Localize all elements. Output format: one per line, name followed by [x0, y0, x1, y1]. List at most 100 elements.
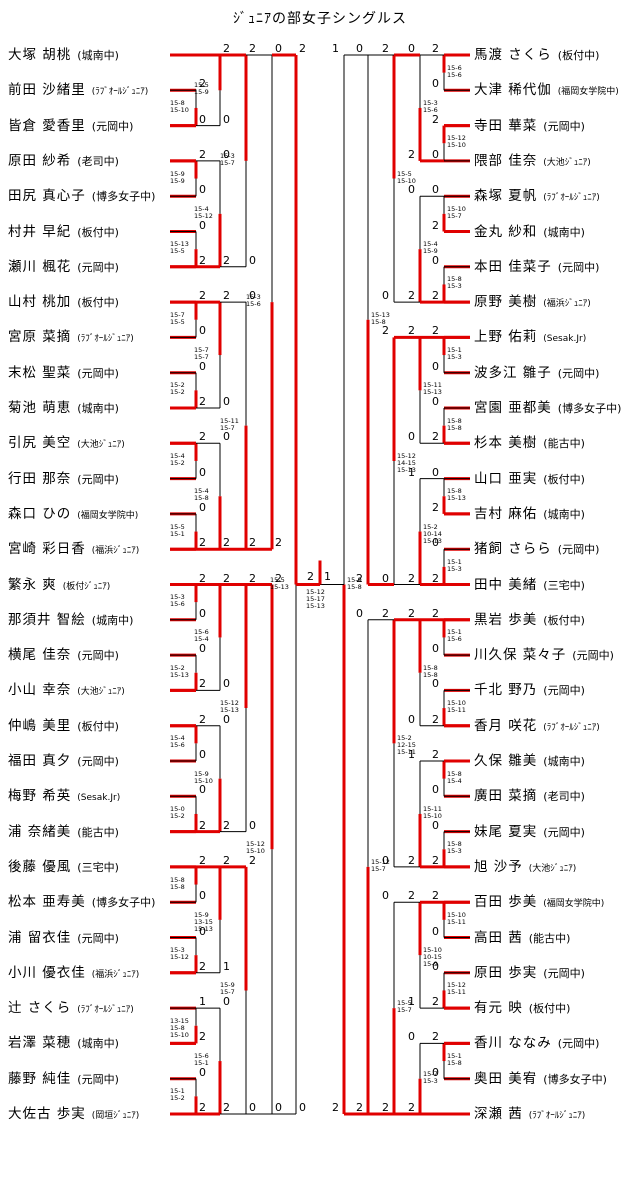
player-club: (城南中)	[77, 402, 119, 415]
player-club: (ﾗﾌﾞｵｰﾙｼﾞｭﾆｱ)	[77, 334, 134, 345]
left-player-21: 梅野 希英(Sesak.Jr)	[8, 787, 120, 805]
set-score: 2	[223, 571, 230, 585]
player-club: (博多女子中)	[543, 1072, 607, 1086]
set-score: 0	[432, 1065, 439, 1079]
left-player-2: 皆倉 愛香里(元岡中)	[8, 117, 133, 135]
set-score: 0	[223, 430, 230, 444]
left-player-12: 行田 那奈(元岡中)	[8, 470, 119, 488]
player-club: (大池ｼﾞｭﾆｱ)	[543, 157, 591, 168]
set-score: 0	[199, 889, 206, 903]
left-player-16: 那須井 智絵(城南中)	[8, 611, 133, 629]
player-club: (福浜ｼﾞｭﾆｱ)	[543, 299, 591, 310]
set-score: 2	[249, 536, 256, 550]
game-scores: 15-2 15-2	[170, 381, 185, 397]
right-player-1: 大津 稀代伽(福岡女学院中)	[474, 81, 619, 99]
left-player-13: 森口 ひの(福岡女学院中)	[8, 505, 138, 523]
player-name: 菊池 萌恵	[8, 400, 72, 416]
game-scores: 15-12 15-13	[220, 699, 239, 715]
player-name: 波多江 雛子	[474, 364, 552, 381]
right-player-0: 馬渡 さくら(板付中)	[474, 46, 599, 64]
game-scores: 15-3 15-12	[170, 946, 189, 962]
player-club: (三宅中)	[543, 578, 585, 592]
player-name: 大津 稀代伽	[474, 82, 552, 99]
right-player-17: 川久保 菜々子(元岡中)	[474, 646, 614, 664]
player-name: 岩澤 菜穂	[8, 1035, 72, 1052]
player-name: 馬渡 さくら	[474, 47, 552, 63]
set-score: 2	[382, 324, 389, 338]
left-player-26: 小川 優衣佳(福浜ｼﾞｭﾆｱ)	[8, 964, 139, 982]
player-club: (城南中)	[543, 755, 585, 768]
game-scores: 15-4 15-12	[194, 204, 213, 220]
set-score: 2	[432, 218, 439, 232]
set-score: 0	[432, 677, 439, 691]
game-scores: 15-8 15-13	[447, 487, 466, 503]
set-score: 0	[432, 783, 439, 797]
player-name: 仲嶋 美里	[8, 717, 72, 734]
right-player-23: 旭 沙予(大池ｼﾞｭﾆｱ)	[474, 858, 576, 876]
set-score: 2	[223, 1101, 230, 1114]
player-club: (城南中)	[543, 507, 585, 521]
set-score: 0	[382, 853, 389, 867]
player-name: 隈部 佳奈	[474, 152, 538, 169]
player-name: 前田 沙緒里	[8, 82, 86, 99]
set-score: 2	[199, 677, 206, 691]
right-player-26: 原田 歩実(元岡中)	[474, 964, 585, 982]
player-club: (元岡中)	[543, 825, 585, 839]
game-scores: 15-8 15-8	[170, 875, 185, 891]
set-score: 0	[408, 42, 415, 55]
set-score: 0	[199, 500, 206, 514]
set-score: 1	[408, 995, 415, 1009]
left-player-28: 岩澤 菜穂(城南中)	[8, 1034, 119, 1052]
left-player-4: 田尻 真心子(博多女子中)	[8, 187, 155, 205]
game-scores: 15-1 15-8	[447, 1052, 462, 1068]
player-club: (三宅中)	[77, 860, 119, 874]
set-score: 2	[432, 1030, 439, 1044]
player-name: 寺田 華菜	[474, 117, 538, 134]
game-scores: 15-9 13-15 15-13	[194, 910, 213, 933]
player-name: 村井 早紀	[8, 223, 72, 240]
player-club: (福浜ｼﾞｭﾆｱ)	[91, 969, 140, 980]
game-scores: 15-4 15-6	[170, 734, 185, 750]
set-score: 0	[408, 1030, 415, 1044]
game-scores: 15-4 15-2	[170, 451, 185, 467]
player-club: (板付中)	[528, 1002, 571, 1016]
left-player-25: 浦 留衣佳(元岡中)	[8, 929, 119, 947]
game-scores: 15-1 15-3	[447, 557, 462, 573]
player-club: (ﾗﾌﾞｵｰﾙｼﾞｭﾆｱ)	[91, 87, 149, 98]
set-score: 0	[223, 147, 230, 161]
game-scores: 15-9 15-10	[194, 769, 213, 785]
set-score: 2	[408, 1101, 415, 1114]
set-score: 2	[199, 536, 206, 550]
set-score: 0	[223, 712, 230, 726]
set-score: 0	[408, 183, 415, 197]
player-name: 猪飼 さらら	[474, 541, 552, 558]
game-scores: 15-2 15-13	[170, 663, 189, 679]
set-score: 0	[382, 289, 389, 303]
game-scores: 15-8 15-3	[447, 840, 462, 856]
left-player-0: 大塚 胡桃(城南中)	[8, 46, 119, 64]
set-score: 0	[432, 536, 439, 550]
player-name: 本田 佳菜子	[474, 258, 552, 275]
game-scores: 15-3 15-6	[423, 98, 438, 114]
set-score: 2	[382, 606, 389, 620]
game-scores: 15-11 15-10	[423, 804, 442, 820]
left-player-19: 仲嶋 美里(板付中)	[8, 717, 119, 735]
set-score: 0	[199, 924, 206, 938]
player-club: (板付中)	[543, 472, 585, 486]
game-scores: 15-3 15-6	[246, 293, 261, 309]
player-club: (元岡中)	[572, 649, 614, 663]
right-player-15: 田中 美緒(三宅中)	[474, 576, 585, 594]
player-club: (元岡中)	[557, 366, 600, 380]
set-score: 2	[432, 42, 439, 55]
right-player-11: 杉本 美樹(能古中)	[474, 434, 585, 452]
player-club: (板付ｼﾞｭﾆｱ)	[62, 581, 111, 592]
game-scores: 15-7 15-7	[194, 346, 209, 362]
game-scores: 15-12 14-15 15-13	[397, 451, 416, 474]
right-player-24: 百田 歩美(福岡女学院中)	[474, 893, 604, 911]
player-name: 香月 咲花	[474, 717, 538, 734]
game-scores: 15-2 10-14 15-13	[423, 522, 442, 545]
set-score: 2	[299, 42, 306, 55]
right-player-12: 山口 亜実(板付中)	[474, 470, 585, 488]
set-score: 0	[432, 253, 439, 267]
set-score: 2	[432, 112, 439, 126]
